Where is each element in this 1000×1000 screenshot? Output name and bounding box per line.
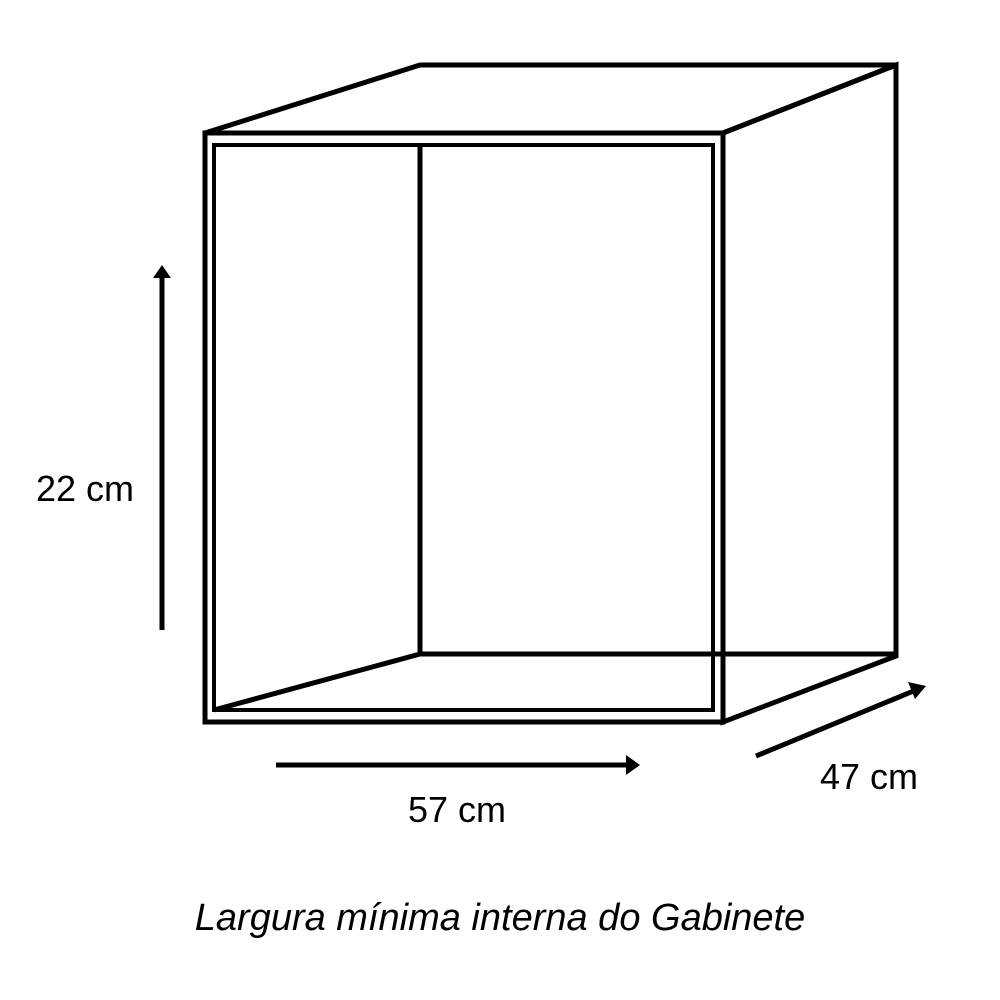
diagram-caption: Largura mínima interna do Gabinete — [194, 897, 806, 939]
depth-arrowhead-icon — [908, 682, 926, 699]
cabinet-floor-edge — [213, 651, 421, 713]
cabinet-front-outer-frame — [202, 130, 726, 725]
depth-arrow — [755, 682, 926, 759]
height-arrowhead-icon — [153, 265, 171, 278]
depth-dimension-label: 47 cm — [820, 756, 919, 797]
height-dimension-label: 22 cm — [36, 468, 135, 509]
cabinet-front-inner-frame — [212, 143, 715, 712]
cabinet-box — [202, 61, 899, 726]
width-dimension-label: 57 cm — [408, 789, 507, 830]
width-arrowhead-icon — [626, 755, 640, 775]
cabinet-top-face — [204, 62, 897, 136]
cabinet-side-face — [720, 61, 899, 726]
height-arrow — [153, 265, 171, 630]
width-arrow — [276, 755, 640, 775]
